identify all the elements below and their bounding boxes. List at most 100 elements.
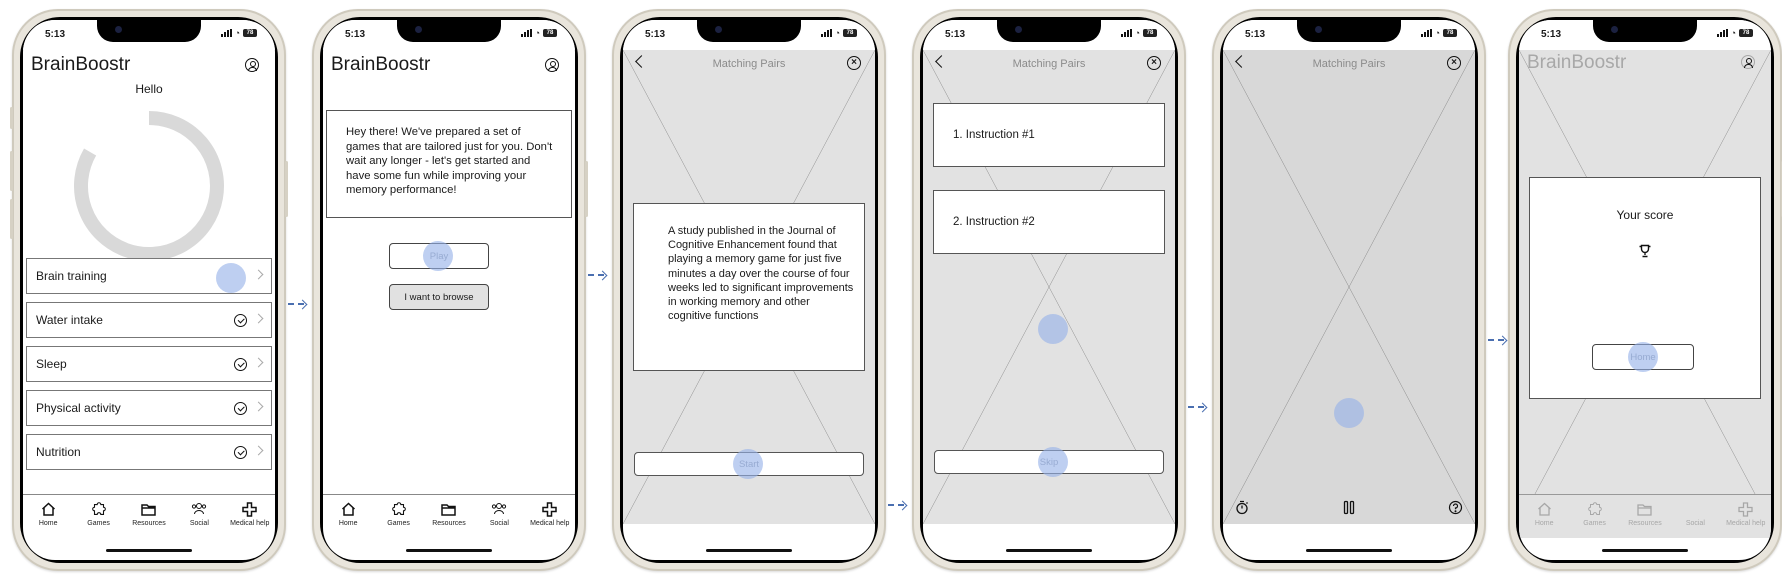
list-item-label: Nutrition xyxy=(36,445,81,459)
list-item-nutrition[interactable]: Nutrition xyxy=(26,434,272,470)
notch xyxy=(697,20,801,42)
cellular-signal-icon xyxy=(1716,29,1728,37)
nav-games[interactable]: Games xyxy=(374,501,424,538)
screen: 5:13 ◔ 78 Matching Pairs × 1. Instructio… xyxy=(923,20,1175,560)
app-title: BrainBoostr xyxy=(1527,52,1627,73)
flow-arrow xyxy=(588,268,608,282)
camera-icon xyxy=(715,26,722,33)
instruction-card-2: 2. Instruction #2 xyxy=(933,190,1165,254)
phone-games-intro-screen: 5:13 ◔ 78 BrainBoostr Hey there! We've p… xyxy=(312,9,588,571)
wifi-icon: ◔ xyxy=(1730,28,1736,38)
profile-icon[interactable] xyxy=(545,58,559,72)
phone-gameplay-screen: 5:13 ◔ 78 Matching Pairs × xyxy=(1212,9,1486,571)
folder-icon xyxy=(140,501,158,517)
camera-icon xyxy=(1015,26,1022,33)
list-item-label: Physical activity xyxy=(36,401,121,415)
bottom-nav: Home Games Resources Social Medical help xyxy=(323,494,575,538)
phone-game-fact-screen: 5:13 ◔ 78 Matching Pairs × A study publi… xyxy=(612,9,886,571)
timer-icon[interactable] xyxy=(1235,500,1249,520)
flow-arrow xyxy=(1188,400,1208,414)
tap-indicator xyxy=(1628,342,1658,372)
check-circle-icon xyxy=(234,402,247,415)
nav-social[interactable]: Social xyxy=(474,501,524,538)
notch xyxy=(1297,20,1401,42)
wifi-icon: ◔ xyxy=(1134,28,1140,38)
instruction-card-1: 1. Instruction #1 xyxy=(933,103,1165,167)
screen: 5:13 ◔ 78 BrainBoostr Hey there! We've p… xyxy=(323,20,575,560)
nav-games[interactable]: Games xyxy=(74,501,124,538)
browse-button[interactable]: I want to browse xyxy=(389,284,489,310)
intro-message: Hey there! We've prepared a set of games… xyxy=(326,110,572,218)
check-circle-icon xyxy=(234,314,247,327)
cellular-signal-icon xyxy=(820,29,832,37)
home-indicator xyxy=(1006,549,1092,552)
close-icon[interactable]: × xyxy=(847,56,861,70)
notch xyxy=(397,20,501,42)
medical-cross-icon xyxy=(541,501,559,517)
close-icon[interactable]: × xyxy=(1147,56,1161,70)
game-board-placeholder[interactable] xyxy=(1223,50,1475,524)
status-time: 5:13 xyxy=(945,29,966,40)
wifi-icon: ◔ xyxy=(234,28,240,38)
flow-arrow xyxy=(1488,333,1508,347)
list-item-water-intake[interactable]: Water intake xyxy=(26,302,272,338)
nav-medical-help[interactable]: Medical help xyxy=(225,501,275,538)
app-title: BrainBoostr xyxy=(331,54,431,75)
help-icon[interactable] xyxy=(1448,500,1463,520)
home-icon xyxy=(39,501,57,517)
list-item-physical-activity[interactable]: Physical activity xyxy=(26,390,272,426)
tap-indicator xyxy=(1038,447,1068,477)
nav-resources[interactable]: Resources xyxy=(124,501,174,538)
status-time: 5:13 xyxy=(1541,29,1562,40)
mute-switch xyxy=(10,107,13,129)
list-item-label: Water intake xyxy=(36,313,103,327)
screen-title: Matching Pairs xyxy=(1012,58,1086,70)
screen: 5:13 ◔ 78 BrainBoostr Your score Home xyxy=(1519,20,1771,560)
cellular-signal-icon xyxy=(1120,29,1132,37)
chevron-right-icon xyxy=(253,357,264,368)
home-indicator xyxy=(706,549,792,552)
status-time: 5:13 xyxy=(345,29,366,40)
tap-indicator xyxy=(423,241,453,271)
close-icon[interactable]: × xyxy=(1447,56,1461,70)
tap-indicator xyxy=(216,263,246,293)
battery-icon: 78 xyxy=(1739,29,1753,37)
flow-arrow xyxy=(888,498,908,512)
nav-home: Home xyxy=(1519,501,1569,538)
phone-instructions-screen: 5:13 ◔ 78 Matching Pairs × 1. Instructio… xyxy=(912,9,1186,571)
notch xyxy=(1593,20,1697,42)
screen: 5:13 ◔ 78 BrainBoostr Hello Brain traini… xyxy=(23,20,275,560)
battery-icon: 78 xyxy=(843,29,857,37)
list-item-label: Sleep xyxy=(36,357,67,371)
tap-indicator xyxy=(1038,314,1068,344)
nav-social: Social xyxy=(1670,501,1720,538)
screen-title: Matching Pairs xyxy=(712,58,786,70)
nav-medical-help[interactable]: Medical help xyxy=(525,501,575,538)
folder-icon xyxy=(440,501,458,517)
phone-home-screen: 5:13 ◔ 78 BrainBoostr Hello Brain traini… xyxy=(10,9,288,571)
home-indicator xyxy=(1306,549,1392,552)
trophy-icon xyxy=(1639,244,1651,258)
nav-resources[interactable]: Resources xyxy=(424,501,474,538)
battery-icon: 78 xyxy=(1143,29,1157,37)
list-item-sleep[interactable]: Sleep xyxy=(26,346,272,382)
nav-home[interactable]: Home xyxy=(323,501,373,538)
home-indicator xyxy=(106,549,192,552)
battery-icon: 78 xyxy=(543,29,557,37)
home-icon xyxy=(339,501,357,517)
camera-icon xyxy=(1315,26,1322,33)
greeting: Hello xyxy=(135,82,163,96)
nav-social[interactable]: Social xyxy=(174,501,224,538)
pause-icon[interactable] xyxy=(1343,500,1355,520)
profile-icon[interactable] xyxy=(245,58,259,72)
people-icon xyxy=(1686,501,1704,517)
wifi-icon: ◔ xyxy=(534,28,540,38)
camera-icon xyxy=(415,26,422,33)
nav-medical-help: Medical help xyxy=(1721,501,1771,538)
list-item-label: Brain training xyxy=(36,269,107,283)
app-title: BrainBoostr xyxy=(31,54,131,75)
camera-icon xyxy=(115,26,122,33)
nav-resources: Resources xyxy=(1620,501,1670,538)
nav-home[interactable]: Home xyxy=(23,501,73,538)
